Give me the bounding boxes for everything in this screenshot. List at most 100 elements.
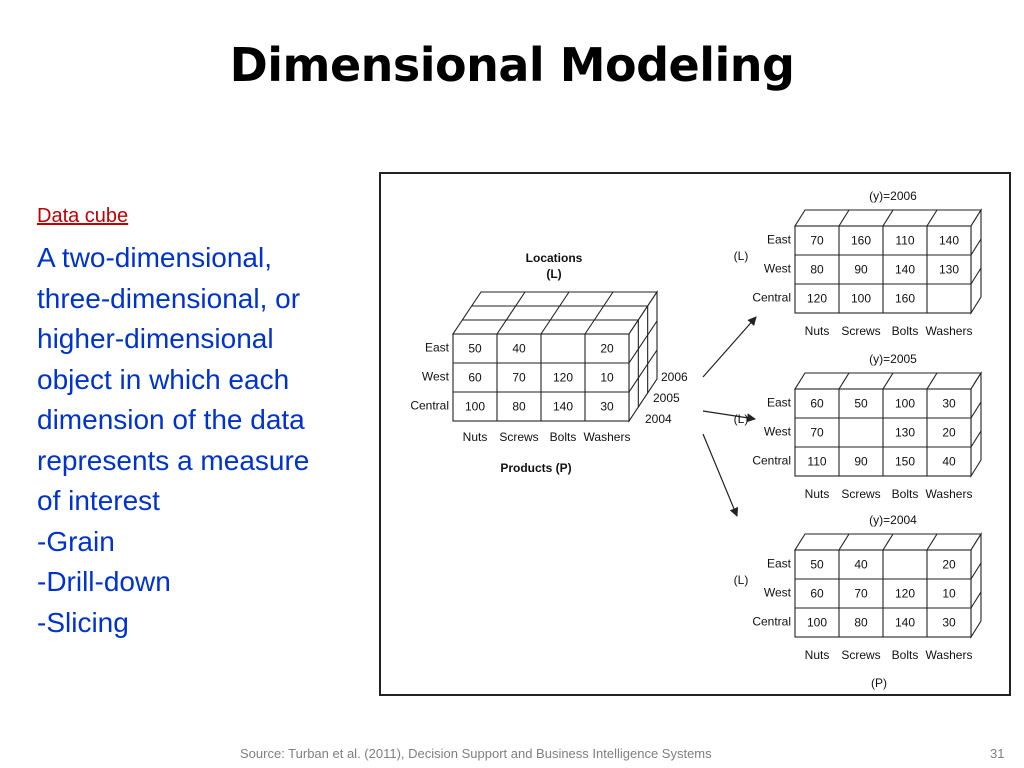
slice-cell-value: 120 (895, 587, 915, 601)
slice-right-gridline (970, 267, 982, 285)
definition-line: -Slicing (37, 606, 129, 638)
definition-line: object in which each (37, 363, 290, 395)
slice-column-label: Nuts (805, 324, 830, 338)
slice-column-label: Screws (841, 648, 880, 662)
cube-year-label: 2005 (653, 391, 680, 405)
slide-title: Dimensional Modeling (229, 38, 795, 92)
slice-right-face (970, 532, 982, 639)
slice-top-gridline (838, 372, 850, 390)
slice-top-gridline (926, 209, 938, 227)
cube-right-gridline (628, 320, 658, 364)
slice-column-label: Washers (926, 648, 973, 662)
cube-column-label: Screws (499, 430, 538, 444)
slice-row-label: West (764, 262, 792, 276)
cube-cell-value: 10 (600, 371, 614, 385)
slice-row-label: East (767, 396, 792, 410)
slice-cell-value: 30 (942, 616, 956, 630)
slice-cell-value: 10 (942, 587, 956, 601)
cube-cell-value: 120 (553, 371, 573, 385)
slice-row-label: West (764, 425, 792, 439)
slice-column-label: Washers (926, 487, 973, 501)
slice-column-label: Screws (841, 487, 880, 501)
page-number: 31 (990, 746, 1005, 761)
slice-cell-value: 70 (854, 587, 868, 601)
slice-cell-value: 60 (810, 587, 824, 601)
cube-cell-value: 60 (468, 371, 482, 385)
slice-cell-value: 20 (942, 558, 956, 572)
slice-row-label: Central (752, 291, 791, 305)
definition-line: dimension of the data (37, 404, 305, 435)
definition-line: -Grain (37, 525, 115, 557)
arrow-to-2004-slice (702, 433, 739, 517)
slice-cell-value: 40 (942, 455, 956, 469)
slice-cell-value: 130 (895, 426, 915, 440)
definition-line: A two-dimensional, (37, 242, 273, 273)
products-label: Products (P) (500, 461, 571, 475)
definition-line: three-dimensional, or (37, 282, 301, 314)
slice-right-gridline (970, 401, 982, 419)
slice-cell-value: 100 (807, 616, 827, 630)
source-citation: Source: Turban et al. (2011), Decision S… (240, 746, 712, 761)
cube-year-label: 2006 (661, 370, 688, 384)
slice-column-label: Nuts (805, 648, 830, 662)
slice-cell-value: 110 (895, 234, 914, 248)
slice-year-label: (y)=2005 (869, 352, 917, 366)
slice-column-label: Nuts (805, 487, 830, 501)
slice-cell-value: 160 (895, 292, 915, 306)
slice-top-gridline (838, 209, 850, 227)
slice-location-label: (L) (734, 249, 749, 263)
slice-cell-value: 80 (810, 263, 824, 277)
arrow-to-2005-slice (702, 410, 756, 423)
slice-top-gridline (926, 533, 938, 551)
locations-label: Locations (526, 251, 583, 265)
slice-cell-value: 150 (895, 455, 915, 469)
slice-year-label: (y)=2004 (869, 513, 917, 527)
locations-label: (L) (546, 267, 561, 281)
slice-location-label: (L) (734, 573, 749, 587)
slice-year-label: (y)=2006 (869, 189, 917, 203)
slice-row-label: East (767, 233, 792, 247)
slice-row-label: West (764, 586, 792, 600)
cube-year-label: 2004 (645, 412, 672, 426)
cube-top-gridline (496, 291, 526, 335)
data-cube-subtitle: Data cube (37, 205, 129, 227)
cube-column-label: Washers (584, 430, 631, 444)
cube-top-gridline (584, 291, 614, 335)
cube-cell-value: 140 (553, 400, 573, 414)
slice-right-gridline (970, 591, 982, 609)
cube-top-gridline (540, 291, 570, 335)
slice-cell-value: 140 (895, 616, 915, 630)
slice-row-label: Central (752, 454, 791, 468)
slice-column-label: Bolts (892, 648, 919, 662)
definition-line: higher-dimensional (37, 323, 274, 354)
definition-text: A two-dimensional, three-dimensional, or h… (37, 238, 382, 643)
slice-right-gridline (970, 238, 982, 256)
cube-cell-value: 40 (512, 342, 526, 356)
slice-cell-value: 140 (895, 263, 915, 277)
cube-cell-value: 80 (512, 400, 526, 414)
slice-cell-value: 80 (854, 616, 868, 630)
slice-cell-value: 20 (942, 426, 956, 440)
slice-top-gridline (882, 533, 894, 551)
definition-line: represents a measure (37, 444, 310, 476)
definition-line: -Drill-down (37, 566, 171, 597)
arrow-to-2006-slice (702, 316, 757, 378)
slice-cell-value: 40 (854, 558, 868, 572)
slice-top-gridline (882, 372, 894, 390)
slice-cell-value: 110 (807, 455, 826, 469)
slice-cell-value: 60 (810, 397, 824, 411)
slice-cell-value: 70 (810, 426, 824, 440)
cube-column-label: Nuts (463, 430, 488, 444)
slice-cell-value: 50 (854, 397, 868, 411)
slice-column-label: Bolts (892, 487, 919, 501)
slice-top-gridline (926, 372, 938, 390)
slice-column-label: Bolts (892, 324, 919, 338)
slice-cell-value: 130 (939, 263, 959, 277)
slice-cell-value: 90 (854, 455, 868, 469)
cube-row-label: Central (410, 399, 449, 413)
slice-location-label: (L) (734, 412, 749, 426)
slice-right-gridline (970, 562, 982, 580)
cube-column-label: Bolts (550, 430, 577, 444)
